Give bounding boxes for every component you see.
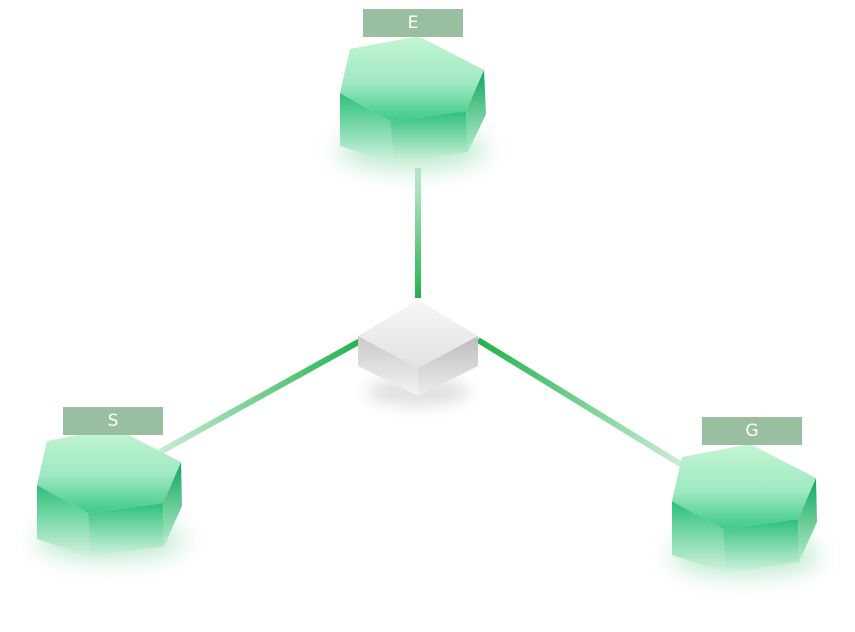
- node-e-label: E: [363, 9, 463, 37]
- node-s-hexagon[interactable]: [35, 428, 185, 560]
- node-g-hexagon[interactable]: [670, 444, 820, 576]
- link-hub-s: [158, 337, 364, 455]
- hub-cube-icon: [358, 300, 478, 406]
- node-s-label: S: [63, 407, 163, 435]
- node-g-label: G: [702, 417, 802, 445]
- node-e-hexagon[interactable]: [337, 36, 487, 170]
- link-hub-g: [476, 337, 692, 473]
